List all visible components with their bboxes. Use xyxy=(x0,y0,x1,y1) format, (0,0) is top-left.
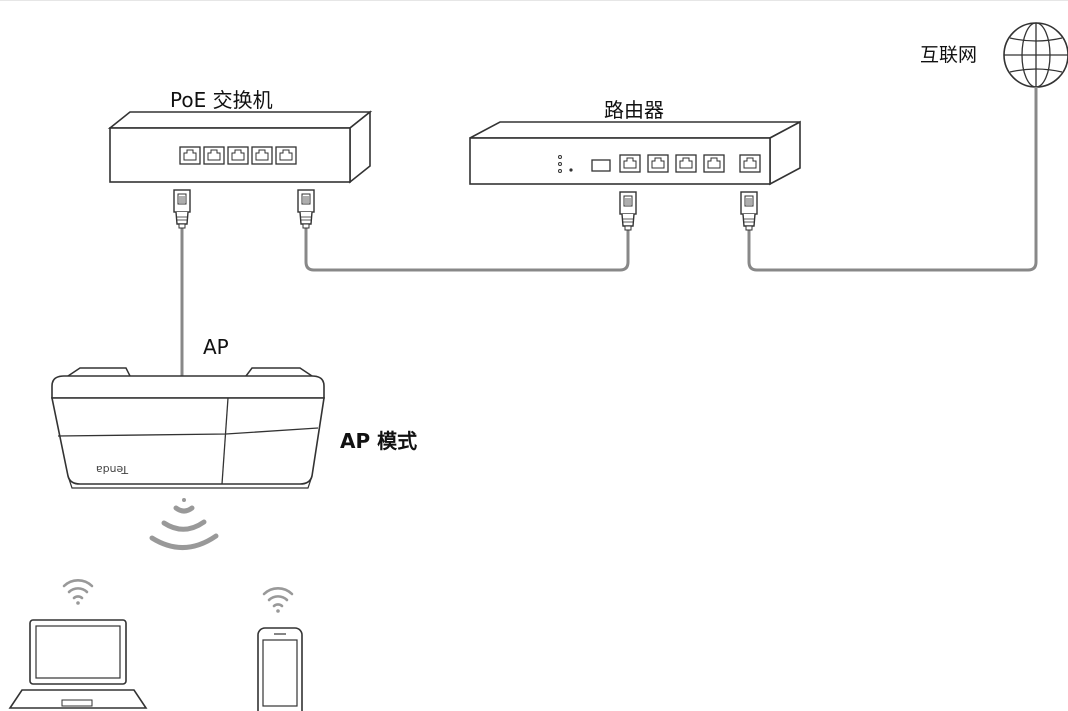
switch-ports xyxy=(179,146,297,165)
rj45-plug-icon xyxy=(619,191,637,231)
wifi-signal-icon xyxy=(149,498,219,550)
poe-switch-icon xyxy=(107,110,373,184)
rj45-plug-icon xyxy=(297,189,315,229)
router-label: 路由器 xyxy=(604,98,664,122)
phone-wifi-icon xyxy=(262,586,294,615)
ethernet-cables xyxy=(180,87,1038,376)
laptop-wifi-icon xyxy=(62,578,94,607)
rj45-plug-icon xyxy=(740,191,758,231)
rj45-plugs xyxy=(173,189,758,231)
ap-label: AP xyxy=(203,335,229,359)
router-icon xyxy=(469,120,801,186)
laptop-icon xyxy=(8,619,148,709)
top-border xyxy=(0,0,1068,1)
rj45-plug-icon xyxy=(173,189,191,229)
internet-globe-icon xyxy=(1003,22,1068,88)
internet-label: 互联网 xyxy=(920,44,978,66)
smartphone-icon xyxy=(257,627,303,711)
ap-mode-label: AP 模式 xyxy=(340,429,418,453)
access-point-icon xyxy=(51,367,325,489)
poe-switch-label: PoE 交换机 xyxy=(170,88,273,112)
ap-brand-label: Tenda xyxy=(96,463,129,476)
